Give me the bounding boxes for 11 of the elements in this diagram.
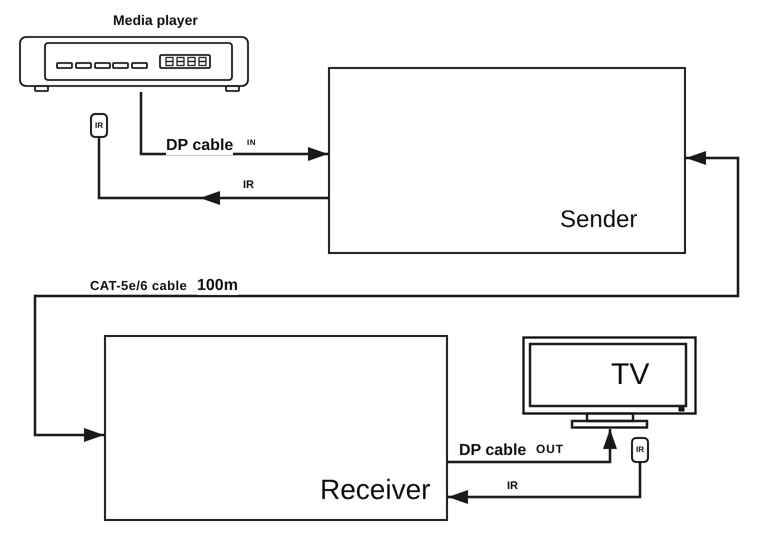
device-label: Media player [113, 13, 198, 28]
device-box [328, 67, 686, 254]
edge-label: DP cable [166, 137, 234, 155]
device-name: Receiver [320, 475, 430, 506]
device-name: Sender [560, 207, 638, 234]
ir-sensor: IR [631, 437, 649, 463]
port-label: IN [247, 139, 256, 148]
ir-sensor: IR [90, 113, 108, 138]
device-box [104, 335, 448, 521]
screen-label: TV [611, 358, 650, 391]
port-label: OUT [536, 443, 564, 456]
